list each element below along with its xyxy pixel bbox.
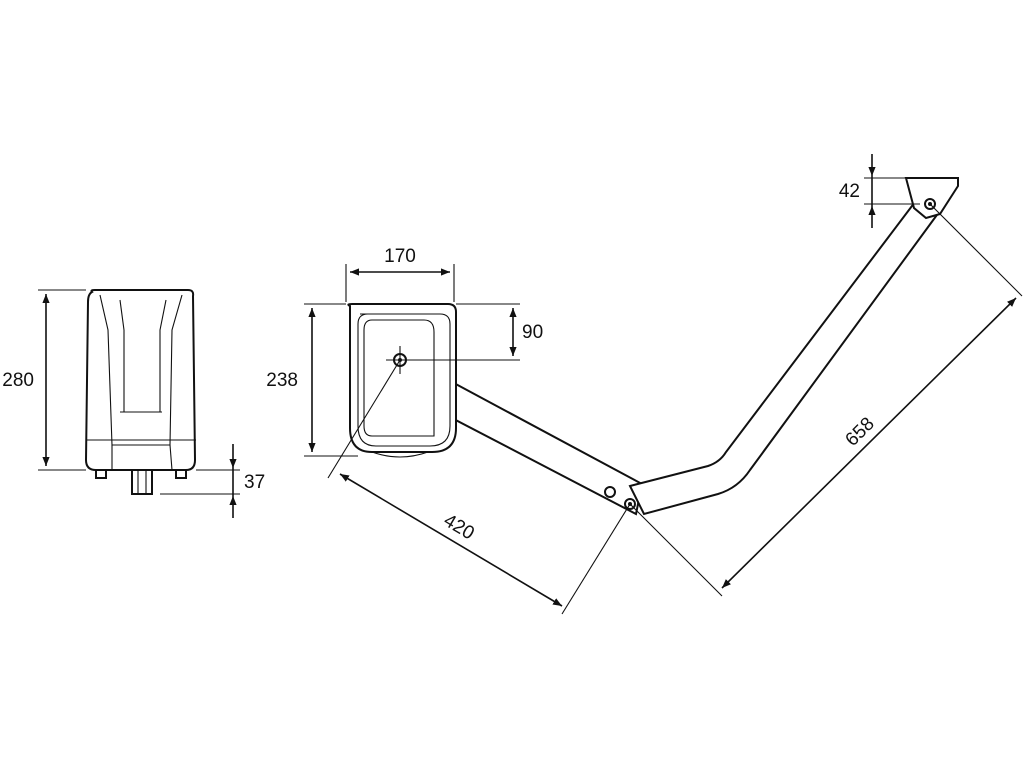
dim-label-280: 280 <box>2 370 34 391</box>
dim-label-658: 658 <box>841 413 878 450</box>
dim-label-238: 238 <box>266 370 298 391</box>
right-foot <box>175 469 187 479</box>
motor-housing-side <box>347 303 457 453</box>
housing-recess <box>363 319 435 437</box>
dim-label-90: 90 <box>522 322 543 343</box>
output-shaft <box>131 469 153 495</box>
left-foot <box>95 469 107 479</box>
upper-arm <box>628 196 944 516</box>
elbow-bolt-1 <box>604 486 616 498</box>
front-channel <box>99 294 183 446</box>
dim-label-37: 37 <box>244 472 265 493</box>
dim-label-420: 420 <box>440 510 478 544</box>
dim-line-658 <box>721 297 1017 589</box>
dim-label-42: 42 <box>839 181 860 202</box>
dim-label-170: 170 <box>384 246 416 267</box>
side-view: 170 238 90 42 420 658 <box>266 154 1023 615</box>
front-housing <box>84 289 197 471</box>
front-view: 280 37 <box>2 289 265 518</box>
dim-line-420 <box>339 473 563 607</box>
